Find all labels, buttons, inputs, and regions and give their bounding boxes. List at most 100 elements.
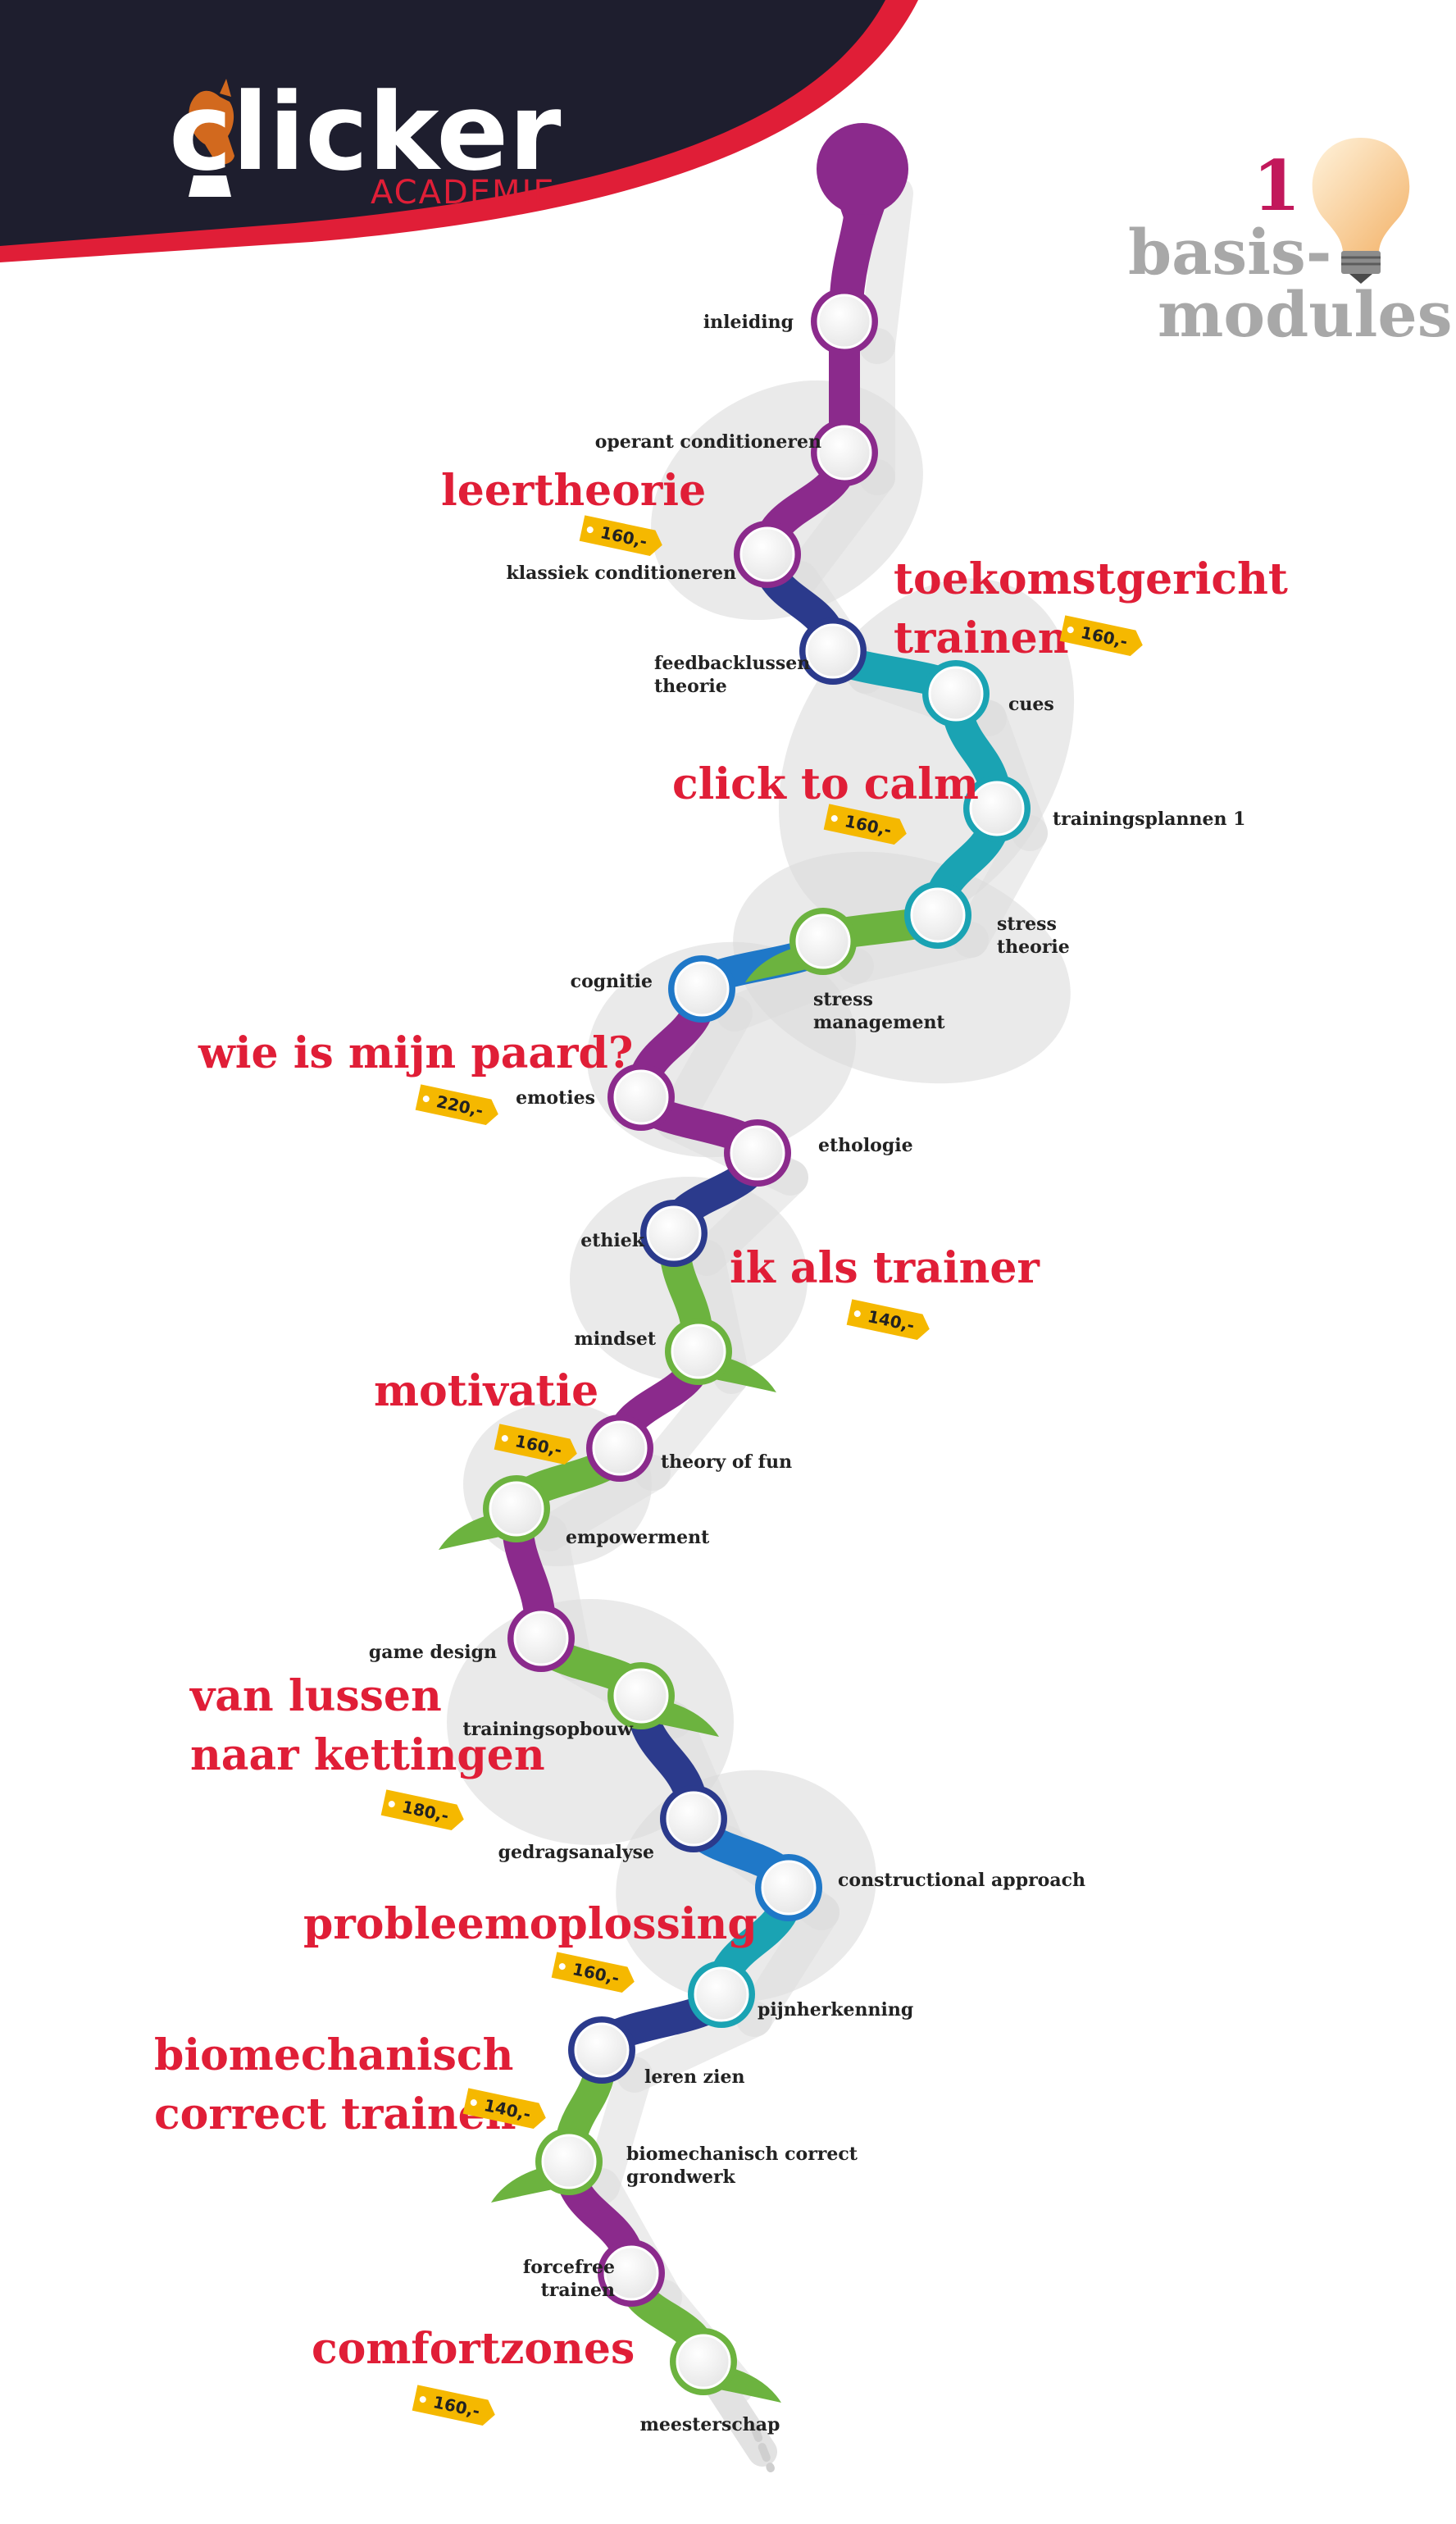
path-shadow	[953, 815, 1048, 958]
module-title-group: ik als trainer 140,-	[730, 1243, 1040, 1340]
lesson-label: ethologie	[818, 1135, 913, 1156]
lesson-node	[904, 882, 971, 949]
price-tag-icon: 160,-	[1059, 615, 1143, 656]
lesson-node	[607, 1064, 675, 1131]
lesson-node	[789, 908, 857, 975]
lesson-label: mindset	[574, 1328, 656, 1350]
module-title: van lussen	[189, 1671, 442, 1721]
heading-line-2: modules	[1158, 278, 1453, 351]
lesson-label: leren zien	[644, 2066, 744, 2088]
module-title-line-2: naar kettingen	[190, 1730, 545, 1780]
lesson-node	[668, 955, 735, 1023]
lesson-node	[660, 1785, 727, 1852]
lesson-label: cues	[1008, 694, 1054, 715]
lightbulb-icon	[1312, 138, 1410, 284]
module-title-line-2: trainen	[894, 613, 1069, 663]
price-tag-icon: 140,-	[846, 1299, 930, 1340]
lesson-node	[755, 1854, 822, 1921]
path-shadow	[635, 1358, 749, 1491]
lesson-node	[724, 1119, 791, 1187]
lesson-node	[483, 1475, 550, 1542]
lesson-label: ethiek	[580, 1230, 645, 1251]
heading-line-1: basis-	[1128, 216, 1331, 289]
lesson-label-line-2: theorie	[654, 676, 727, 697]
lesson-label-line-2: grondwerk	[626, 2166, 736, 2188]
price-tag-icon: 160,-	[494, 1424, 577, 1465]
lesson-label-line-2: theorie	[997, 936, 1070, 958]
module-title: biomechanisch	[154, 2030, 513, 2080]
lesson-node	[568, 2016, 635, 2084]
clicker-logo: clicker ACADEMIE	[169, 70, 562, 212]
lesson-node	[811, 288, 878, 355]
lesson-label-line-2: trainen	[541, 2280, 615, 2301]
lesson-label: biomechanisch correct	[626, 2144, 858, 2165]
price-tag-icon: 160,-	[579, 515, 662, 556]
price-tag-icon: 160,-	[412, 2385, 495, 2426]
lesson-node	[535, 2128, 603, 2195]
path-tail	[750, 2423, 775, 2472]
module-title: wie is mijn paard?	[198, 1028, 633, 1078]
lesson-label: inleiding	[703, 312, 794, 333]
lesson-label: game design	[369, 1642, 497, 1663]
lesson-label: theory of fun	[661, 1451, 792, 1473]
lesson-label: klassiek conditioneren	[507, 563, 736, 584]
lesson-node	[922, 660, 990, 727]
path-shadow	[782, 459, 895, 597]
lesson-node	[607, 1662, 675, 1729]
module-title: click to calm	[672, 759, 979, 809]
logo-subtitle: ACADEMIE	[371, 174, 556, 212]
lesson-label: empowerment	[566, 1527, 710, 1548]
module-title-group: wie is mijn paard? 220,-	[198, 1028, 633, 1125]
lesson-nodes	[483, 288, 1031, 2395]
lesson-label: cognitie	[571, 971, 653, 992]
lesson-node	[688, 1961, 755, 2028]
path-shadow	[717, 948, 874, 1032]
lesson-label: forcefree	[523, 2257, 615, 2278]
lesson-node	[670, 2328, 737, 2395]
lesson-node	[799, 617, 867, 685]
path-shadow	[736, 1894, 839, 2037]
lesson-node	[811, 419, 878, 486]
lesson-node	[734, 521, 801, 588]
lesson-node	[665, 1318, 732, 1385]
lesson-label: constructional approach	[838, 1870, 1085, 1891]
module-title-group: motivatie 160,-	[374, 1366, 598, 1465]
lesson-label-line-2: management	[813, 1012, 945, 1033]
price-tag-icon: 160,-	[823, 804, 907, 845]
lesson-node	[598, 2239, 665, 2307]
lesson-node	[640, 1200, 708, 1267]
lesson-node	[963, 775, 1031, 842]
path-shadow	[689, 1159, 808, 1276]
start-stem	[838, 202, 887, 321]
heading: 1 basis- modules	[1128, 138, 1453, 351]
price-tag-icon: 140,-	[462, 2088, 546, 2129]
price-tag-icon: 180,-	[380, 1789, 464, 1830]
lesson-label: feedbacklussen	[654, 653, 810, 674]
lesson-label: pijnherkenning	[758, 1999, 913, 2021]
module-title: leertheorie	[441, 466, 706, 516]
logo-text: clicker	[169, 70, 562, 194]
lesson-label: gedragsanalyse	[498, 1842, 654, 1863]
module-title: motivatie	[374, 1366, 598, 1416]
lesson-label: meesterschap	[640, 2414, 780, 2435]
lesson-node	[507, 1605, 575, 1672]
lesson-node	[586, 1415, 653, 1482]
price-tag-icon: 220,-	[415, 1084, 498, 1125]
module-title: toekomstgericht	[894, 554, 1288, 604]
module-title: ik als trainer	[730, 1243, 1040, 1293]
path-shadow	[531, 1455, 671, 1551]
path-shadow	[656, 995, 753, 1140]
path-shadow	[617, 2001, 772, 2093]
price-tag-icon: 160,-	[551, 1952, 635, 1993]
module-title-group: van lussen naar kettingen 180,-	[189, 1671, 545, 1830]
horse-head-icon	[189, 79, 234, 197]
